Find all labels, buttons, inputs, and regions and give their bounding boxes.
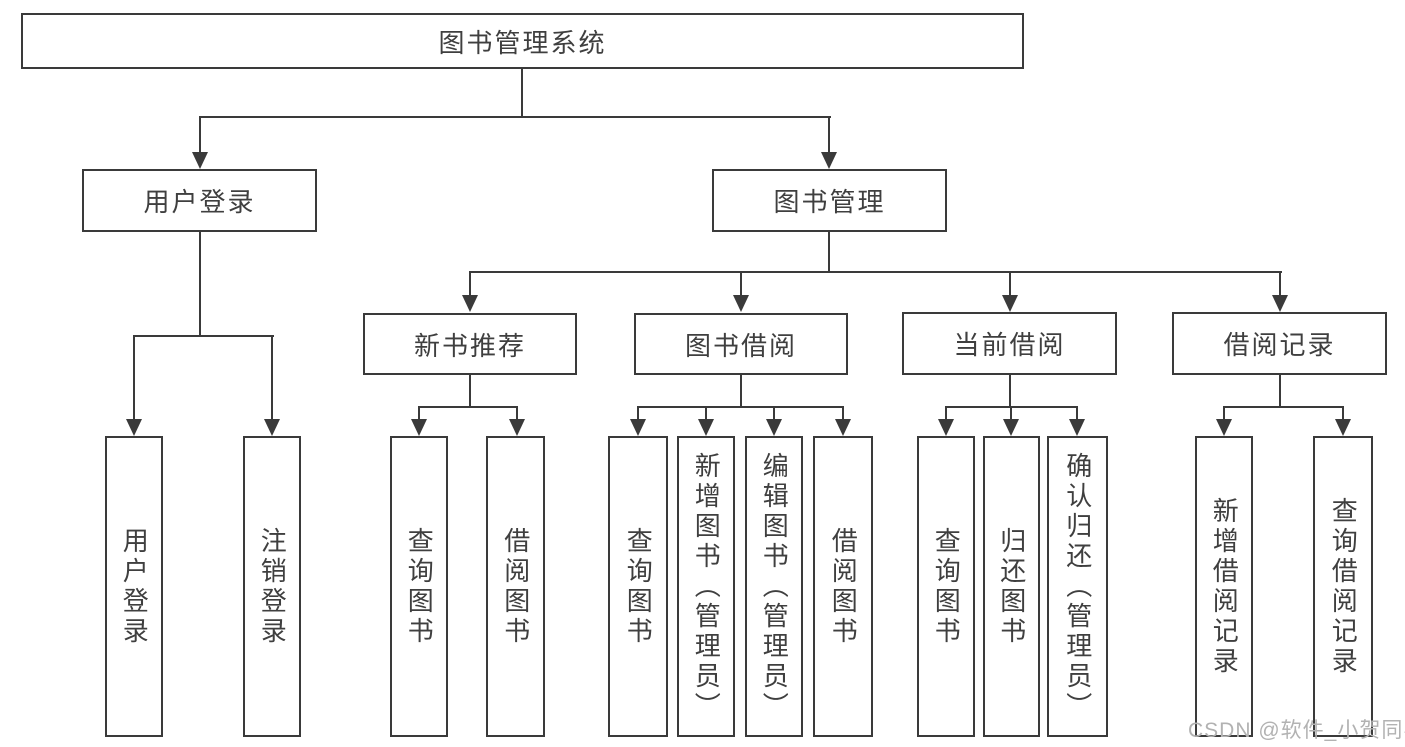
arrow-down-icon	[1069, 419, 1085, 436]
arrow-down-icon	[1335, 419, 1351, 436]
leaf-add-books-admin: 新增图书（管理员）	[677, 436, 735, 737]
leaf-user-login: 用户登录	[105, 436, 163, 737]
arrow-down-icon	[766, 419, 782, 436]
leaf-query-books-recommend: 查询图书	[390, 436, 448, 737]
node-borrowing-records: 借阅记录	[1172, 312, 1387, 375]
arrow-down-icon	[630, 419, 646, 436]
connector-line	[1076, 406, 1078, 421]
arrow-down-icon	[835, 419, 851, 436]
connector-line	[828, 232, 830, 273]
connector-line	[1009, 375, 1011, 408]
connector-line	[521, 69, 523, 117]
leaf-confirm-return-admin: 确认归还（管理员）	[1047, 436, 1108, 737]
connector-line	[773, 406, 775, 421]
leaf-query-books-current: 查询图书	[917, 436, 975, 737]
node-book-management: 图书管理	[712, 169, 947, 232]
connector-line	[469, 375, 471, 408]
node-book-borrowing: 图书借阅	[634, 313, 848, 375]
node-user-login: 用户登录	[82, 169, 317, 232]
arrow-down-icon	[1216, 419, 1232, 436]
leaf-logout: 注销登录	[243, 436, 301, 737]
arrow-down-icon	[411, 419, 427, 436]
connector-line	[199, 116, 831, 118]
connector-line	[828, 116, 830, 154]
connector-line	[1342, 406, 1344, 421]
arrow-down-icon	[1272, 295, 1288, 312]
connector-line	[1223, 406, 1225, 421]
connector-line	[637, 406, 639, 421]
arrow-down-icon	[733, 295, 749, 312]
connector-line	[469, 271, 1282, 273]
connector-line	[133, 335, 274, 337]
connector-line	[1279, 375, 1281, 408]
connector-line	[271, 335, 273, 421]
connector-line	[516, 406, 518, 421]
connector-line	[418, 406, 518, 408]
node-library-system: 图书管理系统	[21, 13, 1024, 69]
connector-line	[1009, 271, 1011, 297]
arrow-down-icon	[1002, 295, 1018, 312]
connector-line	[842, 406, 844, 421]
arrow-down-icon	[1003, 419, 1019, 436]
leaf-edit-books-admin: 编辑图书（管理员）	[745, 436, 803, 737]
leaf-query-books-borrowing: 查询图书	[608, 436, 668, 737]
node-new-book-recommend: 新书推荐	[363, 313, 577, 375]
leaf-add-borrow-record: 新增借阅记录	[1195, 436, 1253, 737]
arrow-down-icon	[938, 419, 954, 436]
arrow-down-icon	[462, 295, 478, 312]
node-current-borrowing: 当前借阅	[902, 312, 1117, 375]
connector-line	[469, 271, 471, 297]
arrow-down-icon	[698, 419, 714, 436]
connector-line	[945, 406, 947, 421]
connector-line	[199, 116, 201, 154]
arrow-down-icon	[264, 419, 280, 436]
leaf-query-borrow-record: 查询借阅记录	[1313, 436, 1373, 737]
connector-line	[1010, 406, 1012, 421]
arrow-down-icon	[192, 152, 208, 169]
connector-line	[133, 335, 135, 421]
leaf-return-books: 归还图书	[983, 436, 1040, 737]
arrow-down-icon	[509, 419, 525, 436]
connector-line	[1223, 406, 1344, 408]
connector-line	[199, 232, 201, 337]
csdn-watermark: CSDN @软件_小贺同学	[1188, 719, 1405, 742]
connector-line	[1279, 271, 1281, 297]
connector-line	[705, 406, 707, 421]
connector-line	[740, 375, 742, 408]
connector-line	[418, 406, 420, 421]
arrow-down-icon	[821, 152, 837, 169]
leaf-borrow-books-recommend: 借阅图书	[486, 436, 545, 737]
connector-line	[740, 271, 742, 297]
leaf-borrow-books-borrowing: 借阅图书	[813, 436, 873, 737]
connector-line	[637, 406, 844, 408]
arrow-down-icon	[126, 419, 142, 436]
